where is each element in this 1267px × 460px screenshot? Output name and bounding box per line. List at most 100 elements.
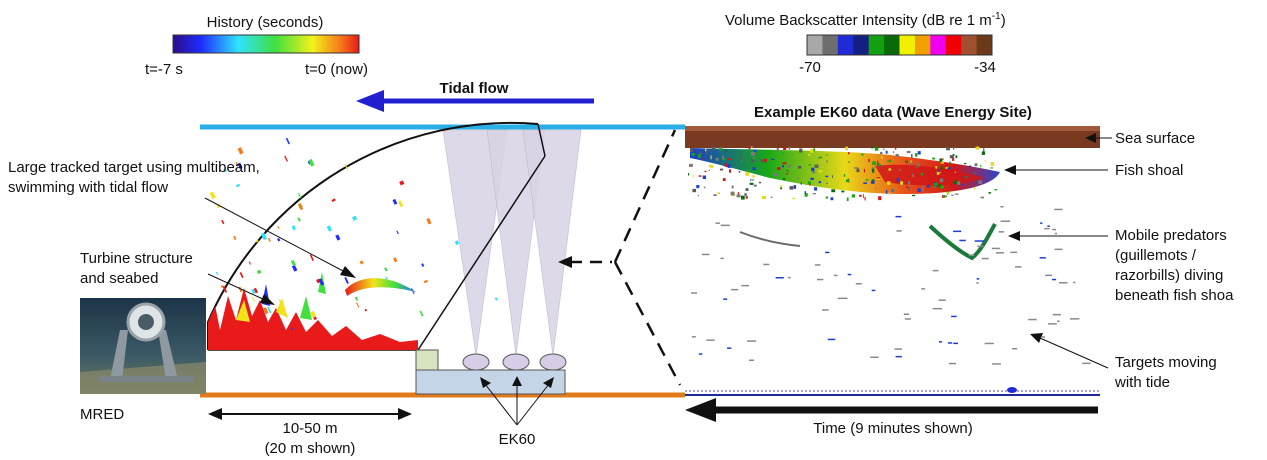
echogram-speck: [705, 150, 708, 154]
echogram-speck: [953, 146, 955, 150]
sonar-fan-edge-top: [537, 123, 546, 157]
echogram-speck: [938, 168, 940, 173]
echogram-speck: [908, 181, 911, 185]
echogram-speck: [841, 190, 845, 193]
echogram-faint-speck: [1040, 222, 1043, 224]
echogram-speck: [789, 186, 794, 190]
echogram-speck: [783, 147, 787, 150]
sonar-return-speck: [291, 265, 298, 272]
echogram-speck: [704, 170, 707, 173]
echogram-speck: [854, 167, 859, 169]
echogram-faint-speck: [895, 215, 902, 218]
echogram-speck: [851, 194, 855, 198]
mred-base-frame: [100, 376, 194, 382]
echogram-speck: [954, 193, 959, 195]
echogram-speck: [872, 168, 875, 173]
echogram-speck: [793, 185, 797, 189]
echogram-faint-speck: [998, 231, 1004, 233]
large-target-label-line2: swimming with tidal flow: [8, 179, 168, 196]
sonar-speckle: [209, 137, 498, 330]
echogram-speck: [722, 178, 726, 181]
echogram-speck: [828, 183, 831, 185]
sonar-return-speck: [354, 296, 359, 301]
echogram-faint-speck: [1057, 320, 1060, 322]
echogram-speck: [811, 167, 815, 172]
echogram-speck: [807, 181, 811, 185]
echogram-speck: [942, 167, 945, 172]
ek60-beam-1: [442, 129, 508, 357]
echogram-speck: [692, 188, 697, 193]
echogram-speck: [845, 179, 849, 183]
echogram-speck: [708, 164, 712, 168]
sonar-return-speck: [399, 180, 405, 186]
echogram-speck: [978, 180, 982, 185]
echogram-speck: [690, 148, 694, 153]
sonar-return-speck: [285, 137, 290, 145]
echogram-speck: [804, 191, 806, 194]
echogram-speck: [969, 165, 972, 167]
echogram-speck: [892, 151, 895, 153]
echogram-speck: [826, 160, 828, 163]
backscatter-color-swatch: [914, 35, 931, 55]
echogram-speck: [832, 146, 834, 148]
tidal-flow-label: Tidal flow: [440, 80, 509, 97]
echogram-speck: [912, 194, 916, 197]
echogram-speck: [984, 160, 987, 162]
echogram-speck: [758, 181, 762, 184]
ek60-transducer-1: [462, 353, 490, 371]
echogram-speck: [797, 177, 799, 179]
ek60-platform: [415, 349, 567, 395]
fish-shoal-label: Fish shoal: [1115, 162, 1183, 179]
echogram-faint-speck: [720, 257, 724, 260]
echogram-faint-speck: [947, 342, 953, 344]
sonar-return-speck: [255, 239, 259, 243]
echogram-speck: [943, 195, 947, 198]
sonar-return-speck: [290, 259, 296, 267]
echogram-speck: [895, 181, 899, 184]
echogram-speck: [863, 182, 867, 184]
echogram-speck: [750, 179, 752, 181]
echogram-speck: [760, 159, 765, 163]
echogram-speck: [947, 167, 952, 170]
zoom-connector-upper: [613, 129, 677, 263]
echogram-speck: [777, 167, 781, 171]
sonar-return-speck: [239, 271, 244, 279]
echogram-faint-speck: [741, 284, 749, 287]
sonar-return-speck: [253, 287, 258, 294]
echogram-speck: [887, 181, 891, 185]
tracked-target-trail: [345, 278, 416, 296]
seabed-returns-yellow-2: [276, 298, 288, 318]
echogram-speckle: [688, 146, 1091, 365]
echogram-faint-speck: [814, 264, 821, 266]
echogram-faint-speck: [1015, 266, 1022, 268]
large-target-label-line1: Large tracked target using multibeam,: [8, 159, 260, 176]
echogram-speck: [705, 148, 707, 152]
echogram-faint-speck: [691, 336, 696, 338]
echogram-speck: [980, 164, 982, 168]
echogram-speck: [722, 155, 724, 160]
echogram-speck: [798, 166, 802, 169]
tidal-flow-arrow: Tidal flow: [356, 80, 594, 112]
targets-pointer-head: [1030, 333, 1043, 343]
echogram-surface-band: [685, 126, 1100, 148]
echogram-speck: [713, 194, 717, 196]
echogram-speck: [812, 171, 816, 174]
echogram-faint-speck: [1054, 248, 1063, 251]
echogram-speck: [887, 160, 891, 163]
predators-label-line1: Mobile predators: [1115, 227, 1227, 244]
echogram-speck: [808, 164, 811, 166]
echogram-speck: [922, 188, 924, 192]
echogram-speck: [825, 175, 829, 178]
sonar-return-speck: [291, 327, 294, 330]
echogram-speck: [964, 176, 969, 179]
echogram-speck: [946, 191, 949, 194]
echogram-speck: [711, 146, 716, 150]
echogram-speck: [752, 167, 756, 170]
echogram-speck: [910, 160, 912, 163]
echogram-faint-speck: [723, 298, 728, 300]
echogram-faint-speck: [959, 239, 966, 242]
echogram-faint-speck: [921, 288, 925, 290]
sonar-return-speck: [344, 163, 349, 171]
sea-surface-label: Sea surface: [1115, 130, 1195, 147]
backscatter-color-swatch: [822, 35, 839, 55]
